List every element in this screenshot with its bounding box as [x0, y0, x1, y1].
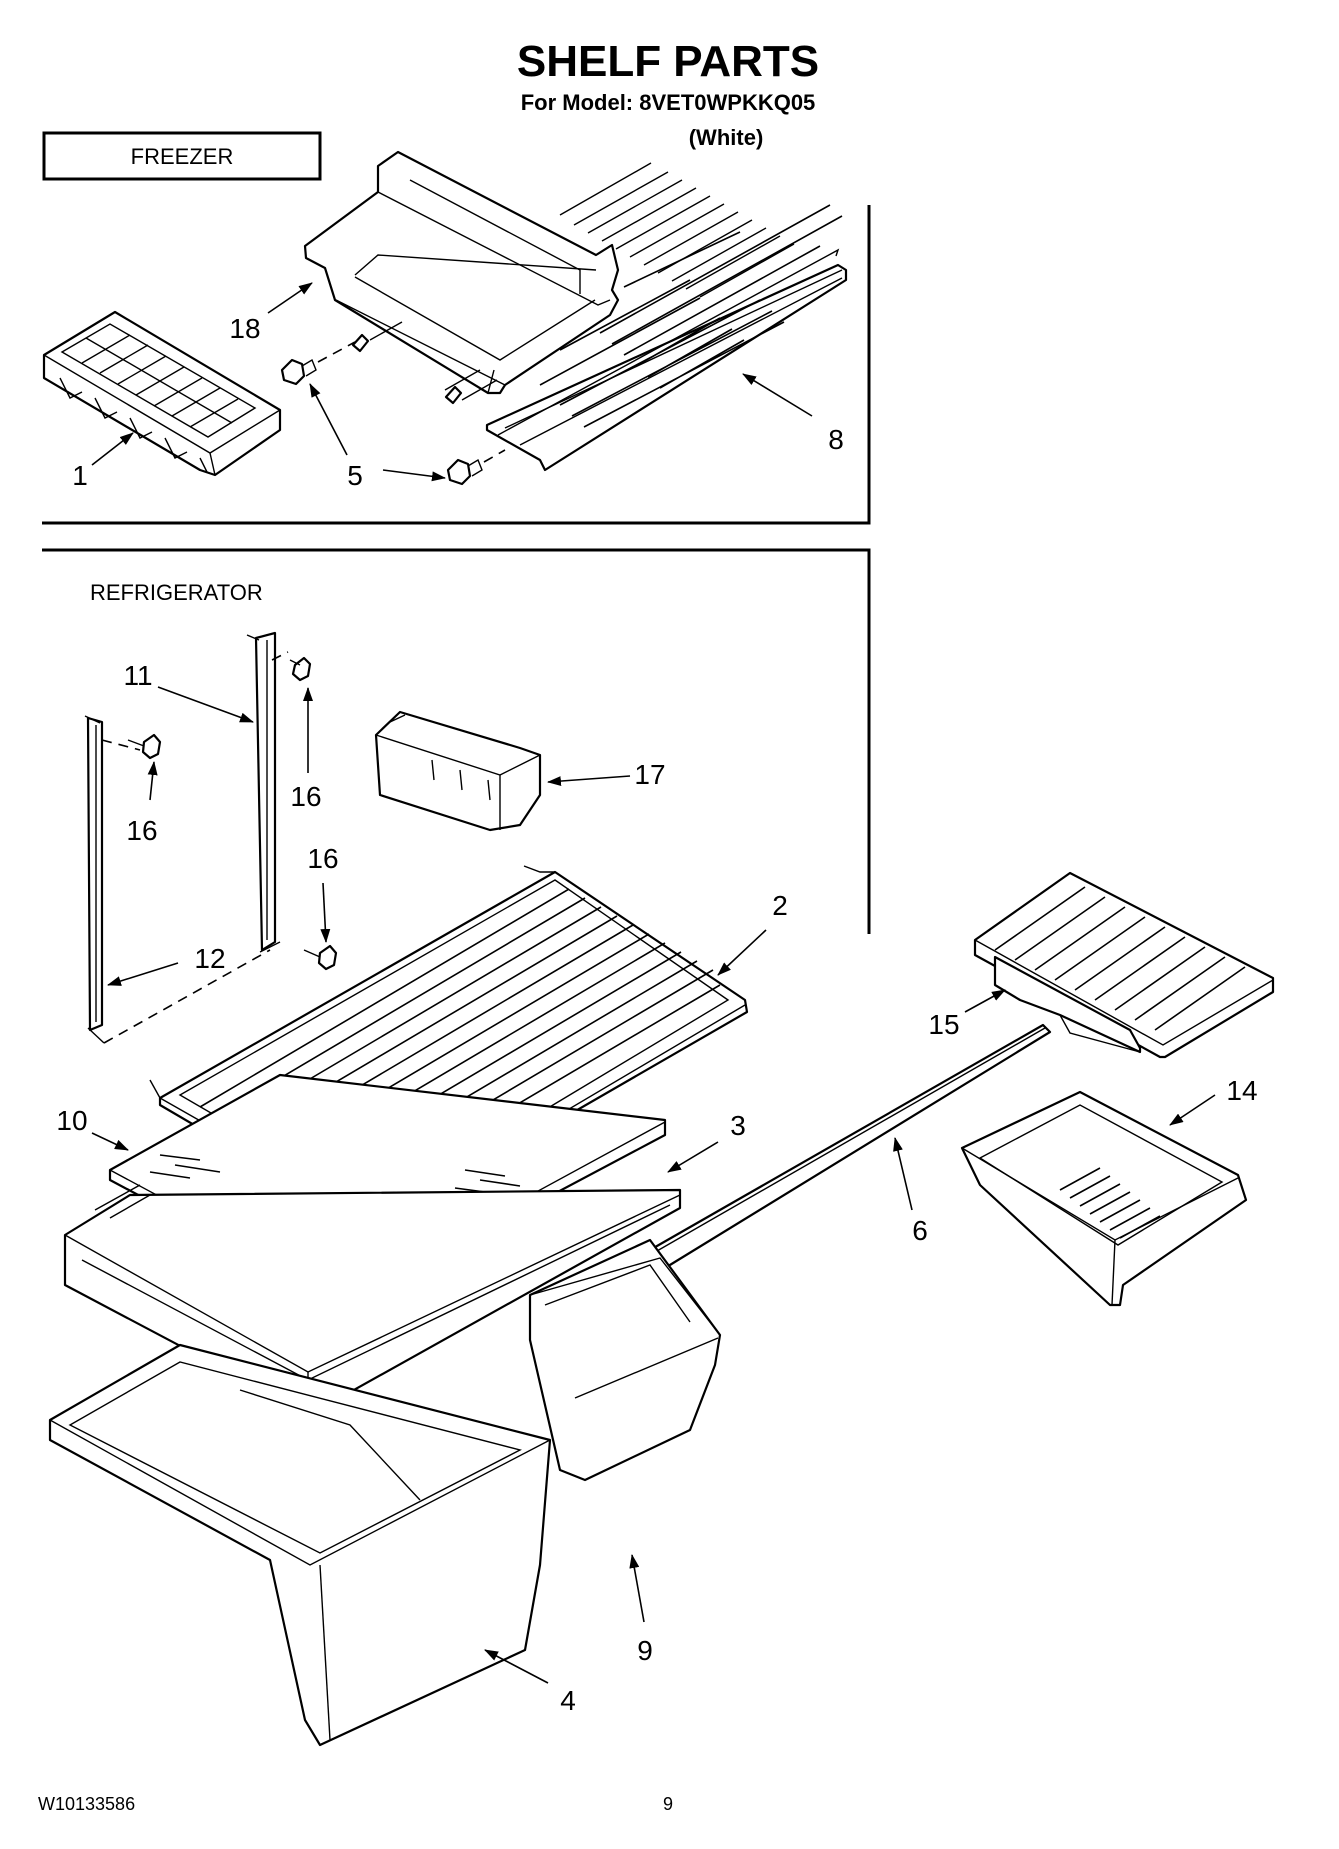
part-4-crisper-drawer-left — [48, 1343, 552, 1747]
leader-5b — [382, 469, 446, 482]
callout-9: 9 — [637, 1635, 653, 1666]
freezer-label-box — [42, 131, 322, 181]
callout-18: 18 — [229, 313, 260, 344]
part-11-shelf-track-right — [246, 631, 289, 952]
leader-16c — [320, 882, 331, 943]
part-12-shelf-track-left — [84, 715, 281, 1044]
model-line: For Model: 8VET0WPKKQ05 — [521, 90, 816, 115]
part-14-pan-drawer — [960, 1090, 1248, 1307]
color-line: (White) — [689, 125, 764, 150]
leader-5a — [309, 383, 348, 456]
callout-16b: 16 — [126, 815, 157, 846]
part-15-deli-drawer — [973, 871, 1275, 1059]
leader-16b — [147, 761, 158, 801]
callout-6: 6 — [912, 1215, 928, 1246]
page-title: SHELF PARTS — [517, 37, 819, 86]
leader-1 — [91, 432, 134, 466]
leader-2 — [717, 929, 767, 976]
leader-6 — [893, 1137, 913, 1211]
refrigerator-section-frame — [42, 548, 871, 934]
leader-3 — [667, 1141, 719, 1173]
leader-17 — [547, 775, 631, 787]
callout-1: 1 — [72, 460, 88, 491]
callout-4: 4 — [560, 1685, 576, 1716]
callout-17: 17 — [634, 759, 665, 790]
leader-15 — [964, 989, 1006, 1013]
part-1-ice-tray — [42, 310, 282, 477]
callout-8: 8 — [828, 424, 844, 455]
leader-18 — [267, 282, 313, 314]
callout-10: 10 — [56, 1105, 87, 1136]
part-17-utility-bin — [374, 710, 542, 832]
part-8-freezer-wire-shelf — [351, 162, 848, 472]
document-number: W10133586 — [38, 1794, 135, 1814]
leader-9 — [629, 1554, 645, 1623]
leader-10 — [91, 1132, 129, 1151]
freezer-label: FREEZER — [131, 144, 234, 169]
freezer-section: FREEZER — [42, 131, 871, 525]
refrigerator-label: REFRIGERATOR — [90, 580, 263, 605]
callout-2: 2 — [772, 890, 788, 921]
callout-12: 12 — [194, 943, 225, 974]
callout-11: 11 — [123, 660, 152, 691]
leader-12 — [107, 962, 179, 986]
page-number: 9 — [663, 1794, 673, 1814]
leader-11 — [157, 686, 254, 723]
callout-3: 3 — [730, 1110, 746, 1141]
callout-14: 14 — [1226, 1075, 1257, 1106]
callout-16c: 16 — [307, 843, 338, 874]
leader-4 — [484, 1649, 549, 1684]
leader-14 — [1169, 1094, 1216, 1126]
part-18-freezer-basket — [303, 150, 620, 395]
freezer-section-frame — [42, 205, 871, 525]
part-16-screws — [127, 656, 338, 971]
refrigerator-section: REFRIGERATOR — [42, 548, 871, 934]
part-5-shelf-studs — [280, 341, 506, 486]
leader-8 — [742, 373, 813, 417]
callout-15: 15 — [928, 1009, 959, 1040]
callout-5: 5 — [347, 460, 363, 491]
callout-16a: 16 — [290, 781, 321, 812]
part-9-crisper-drawer-right — [528, 1238, 722, 1482]
